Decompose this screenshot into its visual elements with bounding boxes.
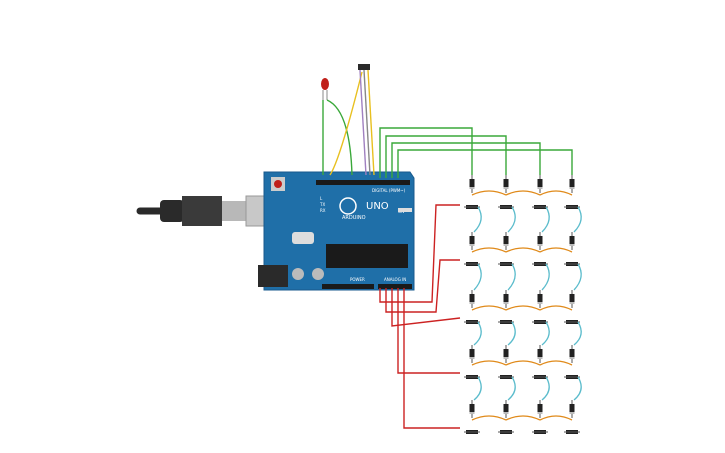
- model-text: UNO: [366, 201, 389, 212]
- usb-cable: [136, 195, 283, 227]
- keypad-button: [464, 290, 507, 346]
- led-body: [321, 78, 329, 90]
- column-wires: [379, 127, 573, 178]
- keypad-button: [498, 400, 541, 434]
- keypad-button: [532, 175, 573, 233]
- keypad-button: [564, 400, 580, 434]
- column-wire: [379, 127, 473, 178]
- keypad-button: [464, 175, 507, 233]
- digital-label: DIGITAL (PWM~): [372, 188, 406, 193]
- row-wire: [391, 288, 461, 327]
- column-wire: [397, 149, 573, 178]
- row-wire: [385, 259, 460, 313]
- keypad-button: [532, 400, 573, 434]
- top-wires: [322, 69, 375, 176]
- keypad-button: [498, 232, 541, 291]
- keypad-button: [532, 232, 573, 291]
- arduino-uno-board: ARDUINO UNO DIGITAL (PWM~) POWER ANALOG …: [258, 171, 415, 291]
- capacitor-2: [312, 268, 324, 280]
- keypad-button: [498, 290, 541, 346]
- keypad-button: [464, 232, 507, 291]
- l-label: L: [320, 196, 323, 201]
- top-connector: [358, 64, 370, 70]
- led: [321, 78, 329, 100]
- keypad-button: [564, 345, 582, 401]
- analog-header: [378, 284, 412, 289]
- power-label: POWER: [350, 277, 365, 282]
- keypad-button: [464, 400, 507, 434]
- row-wire: [379, 204, 460, 303]
- power-header: [322, 284, 374, 289]
- crystal: [292, 232, 314, 244]
- keypad-button: [532, 345, 573, 401]
- row-wire: [403, 288, 460, 429]
- rx-label: RX: [320, 208, 326, 213]
- keypad-button: [564, 232, 582, 291]
- digital-header: [316, 180, 410, 185]
- atmega-chip: [326, 244, 408, 268]
- keypad-button: [498, 345, 541, 401]
- keypad-button: [564, 290, 582, 346]
- keypad-button: [464, 345, 507, 401]
- button-matrix: [464, 175, 582, 434]
- arduino-logo-icon: [339, 197, 357, 215]
- logo-text: ARDUINO: [342, 215, 366, 221]
- analog-label: ANALOG IN: [384, 277, 406, 282]
- column-wire: [385, 135, 507, 178]
- keypad-button: [532, 290, 573, 346]
- capacitor-1: [292, 268, 304, 280]
- row-wires: [379, 204, 461, 429]
- on-led: [398, 208, 412, 212]
- tx-label: TX: [319, 202, 325, 207]
- keypad-button: [498, 175, 541, 233]
- row-wire: [397, 288, 460, 374]
- column-wire: [391, 142, 541, 178]
- power-jack: [258, 265, 288, 287]
- keypad-button: [564, 175, 582, 233]
